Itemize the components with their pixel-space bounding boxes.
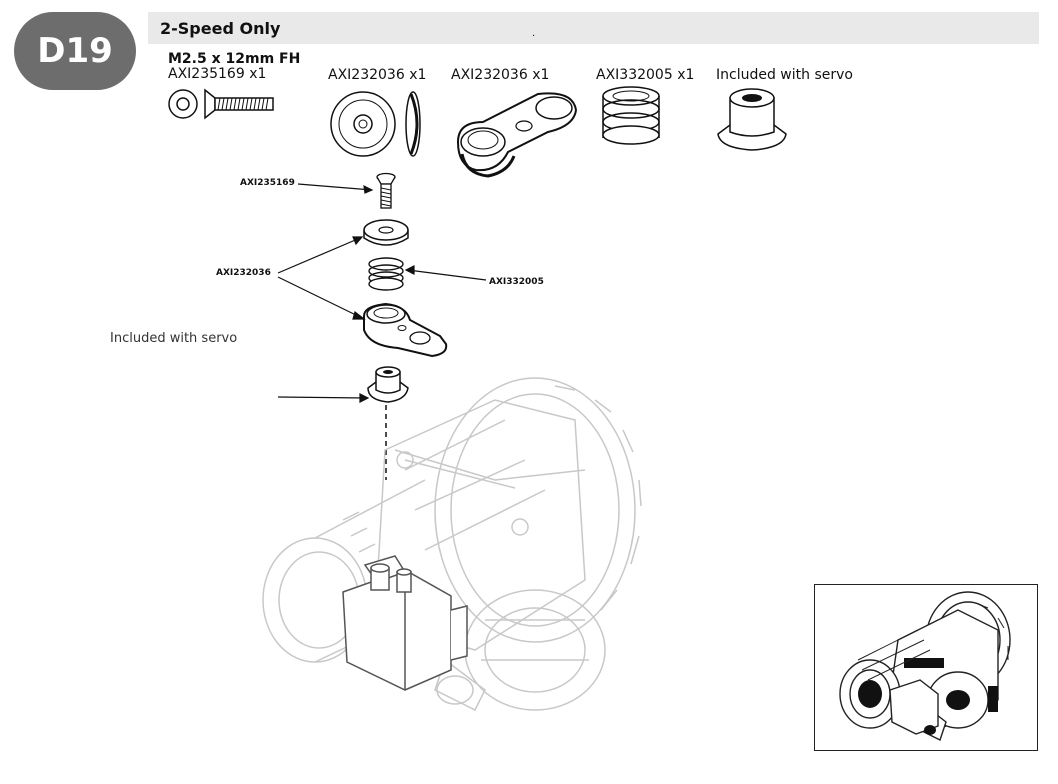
assembled-transmission-thumbnail xyxy=(839,591,1011,741)
horn-part-label: AXI232036 x1 xyxy=(451,67,550,83)
step-title: 2-Speed Only xyxy=(160,19,281,38)
callout-washer-horn: AXI232036 xyxy=(216,268,271,278)
callout-spring: AXI332005 xyxy=(489,277,544,287)
screw-exploded xyxy=(376,172,396,209)
screw-size-title: M2.5 x 12mm FH xyxy=(168,51,301,67)
spring-part-label: AXI332005 x1 xyxy=(596,67,695,83)
washer-exploded xyxy=(363,219,409,246)
servo-spline-adapter-illustration xyxy=(717,88,787,151)
exploded-assembly-diagram xyxy=(277,172,487,480)
screw-part-illustration xyxy=(168,88,274,120)
washer-part-label: AXI232036 x1 xyxy=(328,67,427,83)
servo-horn-part-illustration xyxy=(456,92,578,178)
servo-adapter-exploded xyxy=(367,366,409,403)
header-bar xyxy=(148,12,1039,44)
servo-part-label: Included with servo xyxy=(716,67,853,83)
callout-screw: AXI235169 xyxy=(240,178,295,188)
callout-servo-note: Included with servo xyxy=(110,331,238,346)
step-badge: D19 xyxy=(14,12,136,90)
servo-horn-exploded xyxy=(363,302,448,358)
transmission-faded-illustration xyxy=(262,377,642,712)
screw-part-label: AXI235169 x1 xyxy=(168,66,267,82)
washer-part-illustration xyxy=(330,91,421,157)
spring-part-illustration xyxy=(602,86,660,145)
header-dot: . xyxy=(532,28,536,39)
spring-exploded xyxy=(368,257,404,291)
